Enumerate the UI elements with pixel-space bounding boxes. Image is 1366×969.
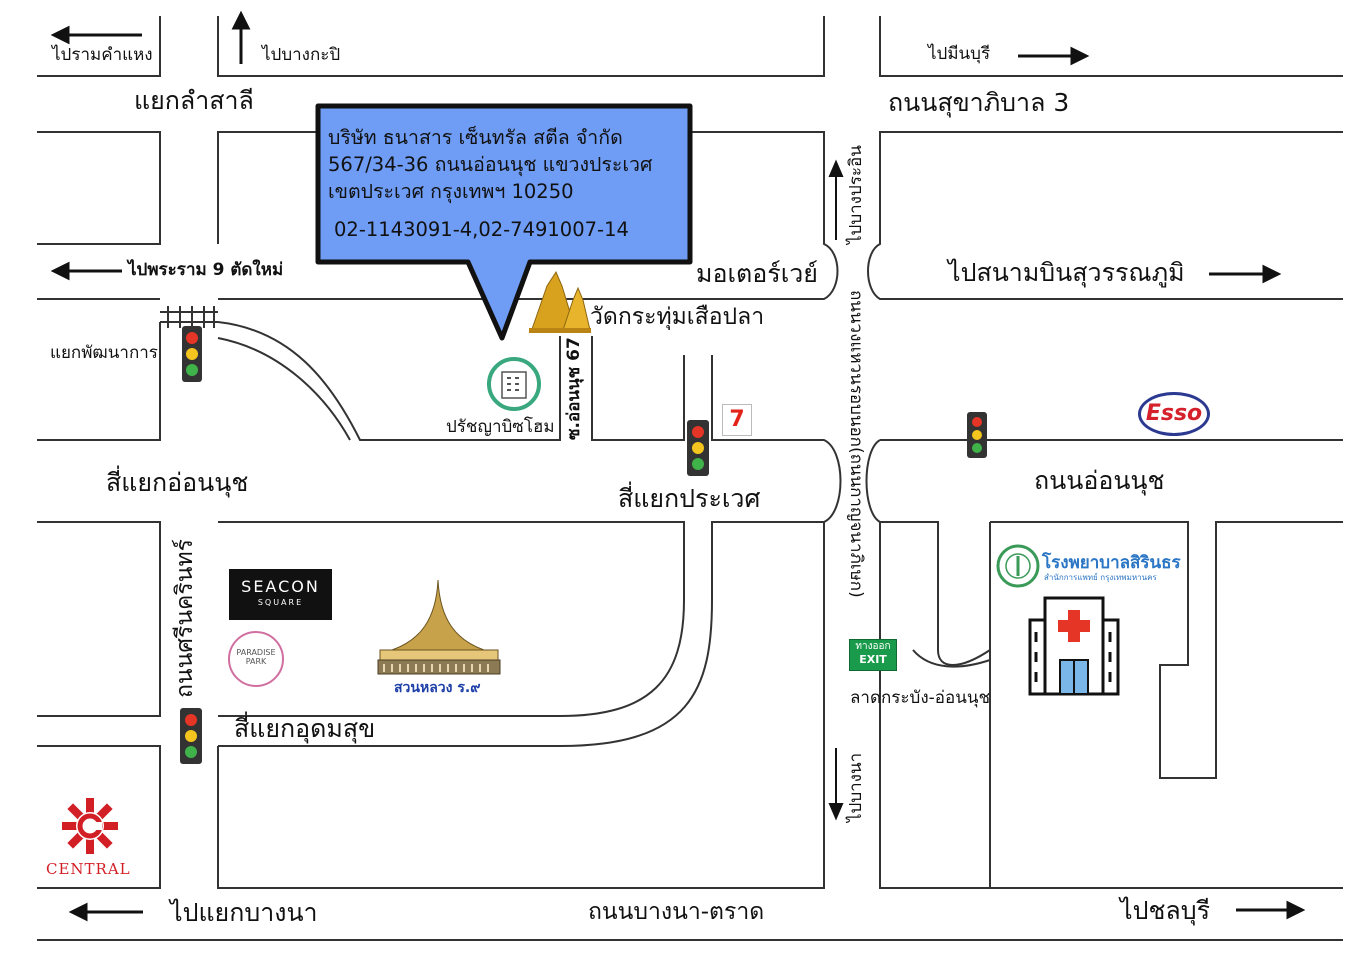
hospital-subtitle: สำนักการแพทย์ กรุงเทพมหานคร (1044, 573, 1157, 582)
central-logo-text: CENTRAL (46, 860, 131, 878)
road-edge (217, 16, 825, 77)
esso-logo: Esso (1138, 392, 1210, 436)
junction-udomsuk: สี่แยกอุดมสุข (234, 714, 376, 743)
seacon-logo: SEACON SQUARE (229, 569, 332, 620)
road-edge (37, 322, 161, 441)
direction-rama9: ไปพระราม 9 ตัดใหม่ (128, 260, 284, 280)
rail-line (160, 311, 218, 323)
direction-bangna-junction: ไปแยกบางนา (170, 898, 318, 927)
arrow-icon (50, 261, 122, 281)
arrow-icon (1236, 900, 1306, 920)
traffic-light-icon (687, 420, 709, 476)
exit-sign-en: EXIT (859, 653, 887, 666)
road-motorway: มอเตอร์เวย์ (696, 259, 818, 288)
building-icon (487, 357, 541, 411)
junction-lam-sali: แยกลำสาลี (134, 86, 254, 115)
company-address-line1: 567/34-36 ถนนอ่อนนุช แขวงประเวศ (328, 153, 653, 176)
landmark-wat: วัดกระทุ่มเสือปลา (590, 304, 765, 330)
road-edge (711, 355, 842, 523)
direction-bangna: ไปบางนา (846, 752, 866, 822)
junction-prawet: สี่แยกประเวศ (618, 484, 761, 513)
arrow-icon (828, 159, 844, 240)
seacon-logo-subtext: SQUARE (257, 598, 304, 607)
road-edge (37, 16, 161, 77)
paradise-park-logo: PARADISE PARK (228, 631, 284, 687)
direction-ramkhamhaeng: ไปรามคำแหง (52, 45, 153, 65)
exit-sign: ทางออก EXIT (849, 639, 897, 671)
road-edge (37, 745, 161, 889)
company-name: บริษัท ธนาสาร เซ็นทรัล สตีล จำกัด (328, 126, 623, 149)
seacon-logo-text: SEACON (241, 577, 320, 596)
park-pavilion-icon (377, 579, 501, 675)
road-edge (912, 649, 991, 668)
road-soi-on-nut-67: ซ.อ่อนนุช 67 (564, 337, 584, 440)
hospital-name: โรงพยาบาลสิรินธร (1042, 553, 1181, 573)
temple-icon (529, 270, 591, 333)
seven-eleven-logo: 7 (722, 404, 752, 436)
road-bangna-trad: ถนนบางนา-ตราด (588, 899, 765, 925)
arrow-icon (828, 748, 844, 821)
paradise-park-text: PARADISE PARK (236, 648, 276, 666)
direction-bangkapi: ไปบางกะปิ (262, 45, 341, 65)
arrow-icon (231, 10, 251, 64)
arrow-icon (1209, 264, 1282, 284)
info-bubble (315, 103, 693, 341)
road-edge (591, 336, 685, 441)
road-edge (217, 746, 825, 889)
junction-phatthanakan: แยกพัฒนาการ (50, 343, 158, 363)
road-edge (218, 521, 825, 818)
rail-ties (167, 306, 215, 328)
landmark-pratchaya: ปรัชญาบิซโฮม (446, 417, 555, 437)
road-ring-road: ถนนวงแหวนรอบนอก(ถนนกาญจนาภิเษก) (846, 290, 866, 598)
exit-sign-th: ทางออก (855, 641, 891, 652)
traffic-light-icon (967, 412, 987, 458)
road-edge (37, 131, 161, 245)
road-edge (37, 521, 161, 717)
road-srinakarin: ถนนศรีนครินทร์ (172, 538, 198, 698)
arrow-icon (68, 902, 143, 922)
company-info: บริษัท ธนาสาร เซ็นทรัล สตีล จำกัด 567/34… (328, 124, 688, 243)
road-edge (879, 16, 1343, 77)
traffic-light-icon (180, 708, 202, 764)
company-phone: 02-1143091-4,02-7491007-14 (334, 218, 629, 241)
road-edge (880, 521, 991, 666)
road-edge (867, 131, 1343, 300)
direction-bang-prakin: ไปบางประอิน (846, 145, 866, 244)
hospital-seal-icon (996, 544, 1040, 588)
company-address-line2: เขตประเวศ กรุงเทพฯ 10250 (328, 180, 574, 203)
road-edge (217, 321, 561, 441)
road-sukhapiban3: ถนนสุขาภิบาล 3 (888, 88, 1070, 117)
road-edge (217, 131, 839, 300)
arrow-icon (50, 25, 142, 45)
road-edge (217, 337, 351, 441)
arrow-icon (1018, 46, 1090, 66)
landmark-suan-luang: สวนหลวง ร.๙ (394, 680, 481, 696)
junction-on-nut: สี่แยกอ่อนนุช (106, 468, 249, 497)
road-on-nut: ถนนอ่อนนุช (1034, 466, 1165, 495)
hospital-icon (1028, 596, 1120, 696)
direction-suvarnabhumi: ไปสนามบินสุวรรณภูมิ (948, 258, 1185, 287)
road-edge (990, 521, 1343, 779)
direction-minburi: ไปมีนบุรี (928, 44, 991, 64)
traffic-light-icon (182, 326, 202, 382)
road-lat-krabang: ลาดกระบัง-อ่อนนุช (850, 688, 990, 708)
direction-chonburi: ไปชลบุรี (1120, 896, 1211, 925)
road-edge (865, 439, 881, 523)
central-logo-icon (62, 798, 118, 854)
road-edge (218, 521, 685, 717)
